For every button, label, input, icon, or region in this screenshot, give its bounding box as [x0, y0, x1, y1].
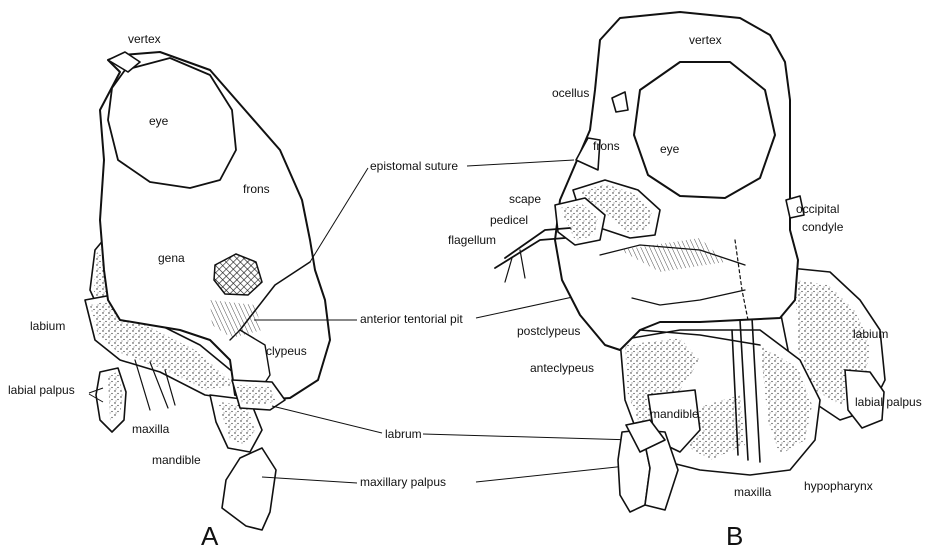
a-label-eye: eye	[149, 114, 169, 128]
leader-epistomal-suture-b	[467, 160, 574, 166]
b-label-anteclypeus: anteclypeus	[530, 361, 594, 375]
a-label-vertex: vertex	[128, 32, 161, 46]
leader-labrum-b	[423, 434, 634, 440]
a-label-labium: labium	[30, 319, 65, 333]
b-label-mandible: mandible	[650, 407, 699, 421]
b-label-labium: labium	[853, 327, 888, 341]
a-label-frons: frons	[243, 182, 270, 196]
a-label-labial-palpus: labial palpus	[8, 383, 75, 397]
a-label-gena: gena	[158, 251, 185, 265]
label-epistomal-suture: epistomal suture	[370, 159, 458, 173]
a-maxillary-palpus-shape	[222, 448, 276, 530]
b-head-capsule	[555, 12, 798, 350]
b-label-labial-palpus: labial palpus	[855, 395, 922, 409]
b-label-pedicel: pedicel	[490, 213, 528, 227]
a-label-clypeus: clypeus	[266, 344, 307, 358]
b-label-occipital: occipital	[796, 202, 839, 216]
leader-maxillary-palpus-a	[262, 477, 357, 483]
b-label-condyle: condyle	[802, 220, 844, 234]
b-label-eye: eye	[660, 142, 680, 156]
b-label-maxilla: maxilla	[734, 485, 772, 499]
b-label-hypopharynx: hypopharynx	[804, 479, 873, 493]
label-labrum: labrum	[385, 427, 422, 441]
b-label-flagellum: flagellum	[448, 233, 496, 247]
b-label-ocellus: ocellus	[552, 86, 589, 100]
leader-labrum-a	[272, 406, 382, 433]
label-maxillary-palpus: maxillary palpus	[360, 475, 446, 489]
panel-b-caption: B	[726, 521, 743, 548]
b-label-scape: scape	[509, 192, 541, 206]
leader-epistomal-suture-a	[310, 168, 368, 262]
a-label-maxilla: maxilla	[132, 422, 170, 436]
panel-a-head	[85, 52, 330, 530]
b-label-frons: frons	[593, 139, 620, 153]
a-label-mandible: mandible	[152, 453, 201, 467]
panel-a-caption: A	[201, 521, 219, 548]
b-label-vertex: vertex	[689, 33, 722, 47]
b-label-postclypeus: postclypeus	[517, 324, 580, 338]
leader-maxillary-palpus-b	[476, 466, 626, 482]
label-anterior-tentorial-pit: anterior tentorial pit	[360, 312, 463, 326]
